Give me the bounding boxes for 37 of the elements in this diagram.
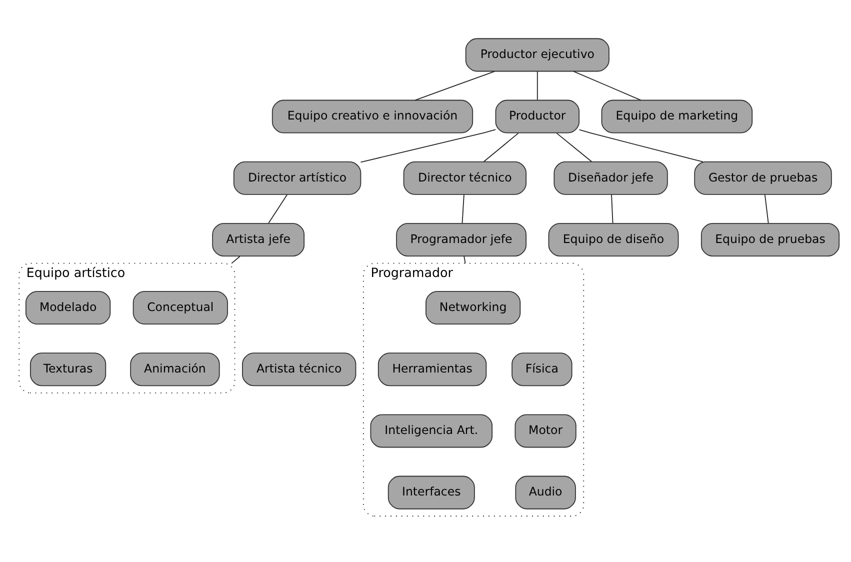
connector — [578, 129, 704, 162]
node-box: Texturas — [30, 352, 106, 386]
node-box: Motor — [514, 414, 576, 448]
node-box: Equipo creativo e innovación — [272, 100, 474, 134]
node-box: Productor — [495, 100, 580, 134]
connector — [414, 70, 495, 101]
node-box: Equipo de pruebas — [700, 223, 840, 257]
node-box: Audio — [515, 476, 576, 510]
node-box: Interfaces — [388, 476, 475, 510]
node-box: Inteligencia Art. — [370, 414, 493, 448]
connector — [268, 194, 288, 224]
connector — [462, 194, 464, 224]
node-box: Gestor de pruebas — [694, 161, 832, 195]
node-box: Programador jefe — [396, 223, 527, 257]
connector — [764, 194, 769, 224]
node-box: Artista técnico — [242, 352, 356, 386]
node-box: Networking — [426, 290, 521, 324]
connector — [483, 132, 519, 162]
node-box: Director técnico — [403, 161, 527, 195]
node-box: Director artístico — [233, 161, 362, 195]
node-box: Conceptual — [132, 290, 228, 324]
connector — [536, 71, 538, 100]
node-box: Equipo de diseño — [548, 223, 679, 257]
node-box: Productor ejecutivo — [465, 38, 610, 72]
connector — [556, 132, 592, 162]
connector — [231, 256, 240, 264]
connector — [573, 70, 642, 101]
node-box: Herramientas — [378, 352, 487, 386]
connector — [464, 256, 466, 264]
node-box: Equipo de marketing — [601, 100, 753, 134]
node-box: Física — [512, 352, 572, 386]
node-box: Animación — [130, 352, 220, 386]
node-box: Modelado — [25, 290, 111, 324]
connector — [611, 194, 614, 224]
connector — [360, 129, 496, 163]
node-box: Diseñador jefe — [554, 161, 668, 195]
node-box: Artista jefe — [212, 223, 305, 257]
